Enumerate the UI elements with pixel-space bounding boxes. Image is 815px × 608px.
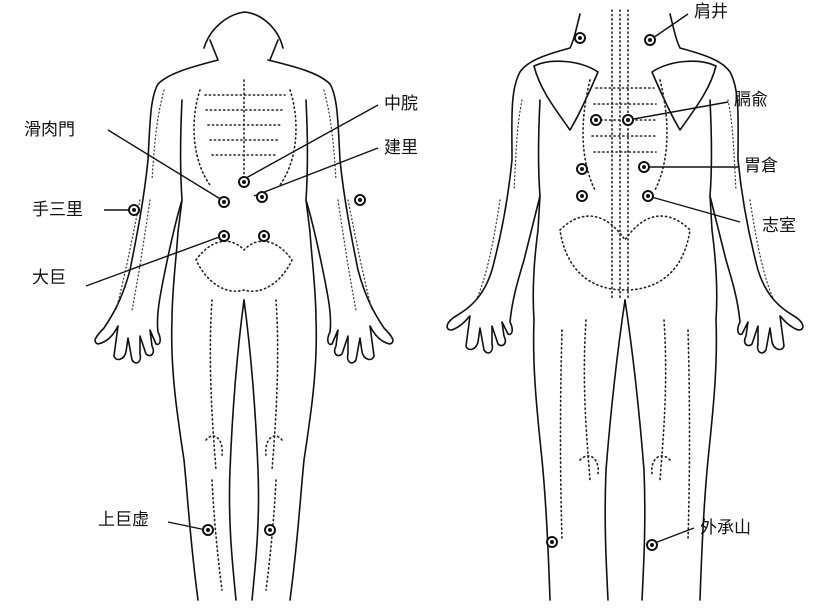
label-kakuyu: 膈兪	[734, 92, 768, 109]
label-kenri: 建里	[384, 140, 418, 157]
leader-gaishozan	[652, 528, 694, 544]
leader-katsunikumon	[108, 130, 222, 200]
acupoint-shishitsu-left	[577, 191, 587, 201]
acupoint-jokokyo-left	[203, 525, 213, 535]
label-kensei: 肩井	[694, 4, 728, 21]
leader-chukan	[246, 105, 378, 178]
leader-kenri	[254, 148, 378, 196]
leader-taiko	[86, 236, 222, 286]
acupoint-kakuyu-right	[623, 115, 633, 125]
acupoint-kensei-right	[645, 35, 655, 45]
acupoint-tesanri-left	[129, 205, 139, 215]
acupoint-tesanri-right	[355, 195, 365, 205]
acupoint-gaishozan-right	[647, 540, 657, 550]
leader-jokokyo	[168, 522, 206, 530]
label-taiko: 大巨	[32, 270, 66, 287]
leader-kensei	[650, 14, 688, 40]
leader-shishitsu	[648, 196, 740, 222]
label-katsunikumon: 滑肉門	[24, 122, 75, 139]
acupoint-shishitsu-right	[643, 191, 653, 201]
acupoint-kakuyu-left	[591, 115, 601, 125]
acupoint-isou-left	[577, 164, 587, 174]
acupoint-taiko-right	[259, 231, 269, 241]
acupoint-jokokyo-right	[265, 525, 275, 535]
label-shishitsu: 志室	[762, 218, 796, 235]
label-tesanri: 手三里	[32, 202, 83, 219]
acupoint-isou-right	[639, 162, 649, 172]
label-isou: 胃倉	[744, 158, 778, 175]
label-gaishozan: 外承山	[700, 520, 751, 537]
acupoint-kenri	[257, 192, 267, 202]
label-jokokyo: 上巨虚	[98, 512, 149, 529]
acupoint-kensei-left	[575, 33, 585, 43]
label-chukan: 中脘	[384, 96, 418, 113]
acupoint-gaishozan-left	[547, 537, 557, 547]
acupoint-taiko-left	[219, 231, 229, 241]
acupoint-chukan	[239, 177, 249, 187]
acupoint-katsunikumon	[219, 197, 229, 207]
